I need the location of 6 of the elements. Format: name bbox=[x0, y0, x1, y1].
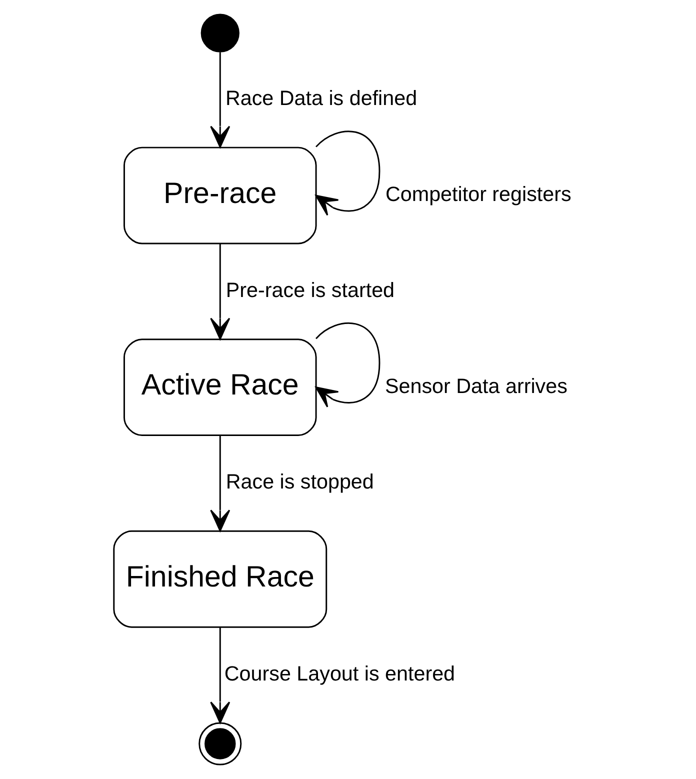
edge-label: Pre-race is started bbox=[225, 278, 394, 302]
edge-label: Competitor registers bbox=[385, 182, 571, 206]
edge-label: Race Data is defined bbox=[224, 87, 417, 110]
edge-label: Sensor Data arrives bbox=[384, 374, 567, 398]
edge-label: Course Layout is entered bbox=[224, 662, 455, 686]
edge-label: Race is stopped bbox=[225, 470, 374, 494]
